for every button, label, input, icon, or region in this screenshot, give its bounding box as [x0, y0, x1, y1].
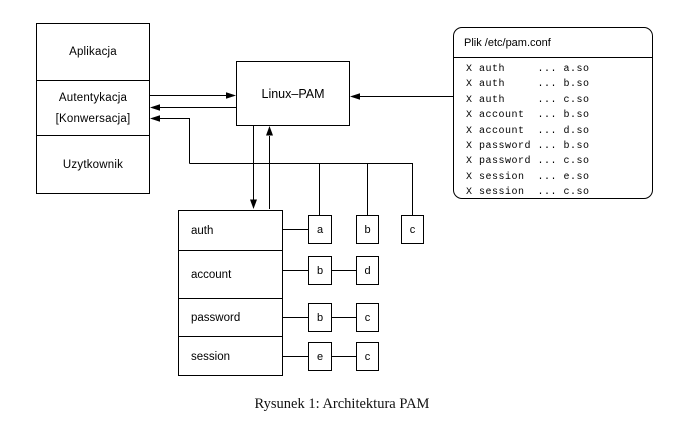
figure-caption: Rysunek 1: Architektura PAM [254, 396, 430, 412]
application-label: Aplikacja [69, 46, 117, 58]
conf-entry: X session ... c.so [466, 187, 590, 199]
module-box-account-d: d [356, 256, 379, 285]
arrow-pam-to-app [150, 104, 160, 111]
conf-entry: X session ... e.so [466, 171, 590, 183]
conf-entry: X password ... c.so [466, 156, 590, 168]
user-label: Uzytkownik [62, 158, 124, 171]
linux-pam-label: Linux–PAM [261, 86, 325, 101]
application-box: Aplikacja Autentykacja [Konwersacja] Uzy… [36, 23, 150, 194]
account-label: account [191, 268, 232, 281]
conf-entry: X auth ... a.so [466, 64, 590, 75]
stack-row-auth: auth [179, 211, 282, 250]
module-box-session-c: c [356, 342, 379, 371]
application-section: Aplikacja [37, 24, 149, 80]
password-label: password [191, 311, 241, 324]
arrow-modules-to-app [150, 115, 160, 122]
conf-entry: X account ... b.so [466, 110, 590, 122]
stack-row-account: account [179, 250, 282, 298]
module-box-session-e: e [308, 342, 332, 371]
session-label: session [191, 351, 230, 363]
module-stack-box: auth account password session [178, 210, 283, 376]
arrow-app-to-pam [226, 92, 236, 99]
conf-entry: X auth ... b.so [466, 79, 590, 91]
pam-conf-entries: X auth ... a.so X auth ... b.so X auth .… [454, 58, 652, 201]
stack-row-session: session [179, 336, 282, 377]
pam-conf-title: Plik /etc/pam.conf [454, 28, 652, 58]
conversation-label: [Konwersacja] [55, 112, 131, 125]
auth-label: auth [191, 224, 214, 237]
module-box-auth-b: b [356, 215, 379, 244]
linux-pam-box: Linux–PAM [236, 61, 350, 126]
user-section: Uzytkownik [37, 136, 149, 193]
authentication-section: Autentykacja [Konwersacja] [37, 80, 149, 136]
module-box-account-b: b [308, 256, 332, 285]
arrow-stack-to-pam [266, 126, 273, 136]
authentication-label: Autentykacja [58, 91, 128, 104]
arrow-pam-to-stack [250, 199, 257, 209]
conf-entry: X auth ... c.so [466, 94, 590, 106]
conf-entry: X account ... d.so [466, 125, 590, 137]
module-box-password-c: c [356, 303, 379, 332]
module-box-auth-a: a [308, 215, 332, 244]
module-box-auth-c: c [401, 215, 424, 244]
pam-conf-box: Plik /etc/pam.conf X auth ... a.so X aut… [453, 27, 653, 199]
conf-entry: X password ... b.so [466, 141, 590, 153]
arrow-conf-to-pam [350, 93, 360, 100]
module-box-password-b: b [308, 303, 332, 332]
stack-row-password: password [179, 298, 282, 336]
